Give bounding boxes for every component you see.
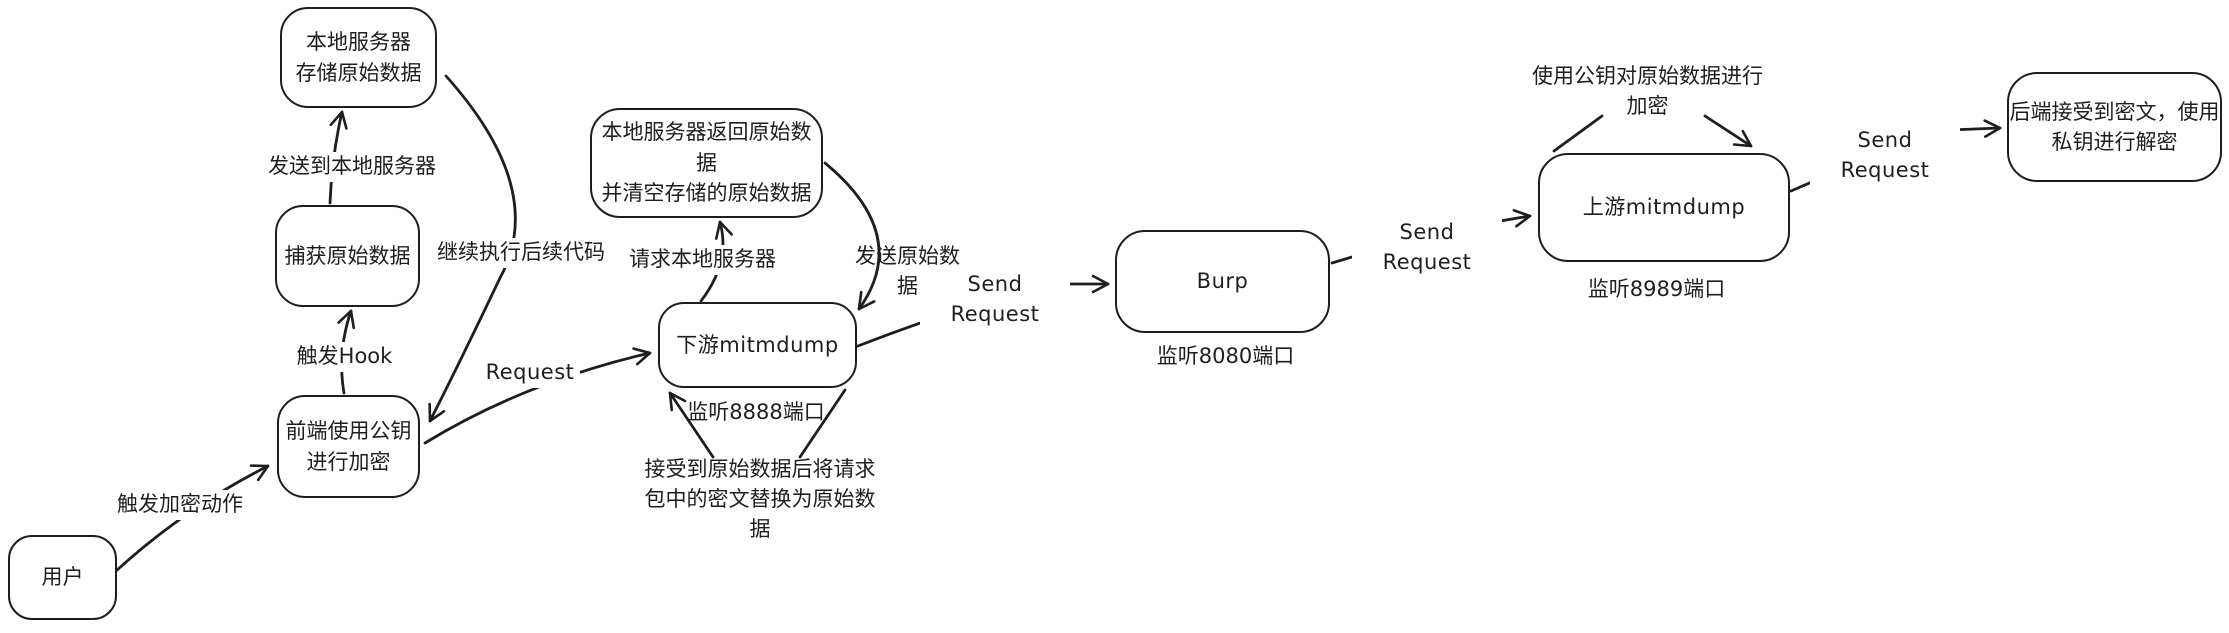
node-local-return: 本地服务器返回原始数据 并清空存储的原始数据	[590, 108, 823, 218]
label-send-request-3: Send Request	[1810, 126, 1960, 186]
label-send-request-2: Send Request	[1352, 218, 1502, 278]
label-send-request-1: Send Request	[920, 270, 1070, 330]
label-request-local-server: 请求本地服务器	[625, 245, 780, 275]
label-continue-code: 继续执行后续代码	[436, 238, 606, 268]
node-downstream-mitmdump: 下游mitmdump	[658, 302, 857, 388]
label-listen-8989: 监听8989端口	[1587, 277, 1726, 301]
label-trigger-hook: 触发Hook	[292, 342, 397, 372]
label-send-to-local-server: 发送到本地服务器	[252, 152, 452, 182]
arrow-note-to-downstream	[668, 391, 715, 459]
line-upstream-loop-out	[1552, 114, 1604, 153]
arrow-frontend-to-downstream	[423, 347, 652, 445]
node-backend-decrypt: 后端接受到密文，使用 私钥进行解密	[2007, 72, 2222, 182]
label-encrypt-with-pubkey: 使用公钥对原始数据进行 加密	[1532, 64, 1763, 118]
arrow-localstore-to-frontend	[428, 74, 517, 423]
line-downstream-to-note	[798, 388, 847, 459]
arrow-localreturn-to-downstream	[823, 161, 881, 311]
label-send-raw-data: 发送原始数据	[855, 244, 960, 298]
label-listen-8888: 监听8888端口	[687, 400, 825, 424]
label-trigger-encrypt: 触发加密动作	[110, 490, 250, 520]
label-listen-8080: 监听8080端口	[1156, 344, 1295, 368]
node-local-store: 本地服务器 存储原始数据	[280, 7, 437, 108]
arrow-upstream-loop-in	[1703, 114, 1753, 148]
node-frontend-encrypt: 前端使用公钥 进行加密	[277, 395, 420, 498]
label-request: Request	[480, 358, 580, 388]
node-capture: 捕获原始数据	[275, 205, 420, 307]
label-replace-note: 接受到原始数据后将请求 包中的密文替换为原始数 据	[644, 457, 876, 541]
node-burp: Burp	[1115, 230, 1330, 333]
node-upstream-mitmdump: 上游mitmdump	[1538, 153, 1790, 262]
node-user: 用户	[8, 535, 117, 620]
